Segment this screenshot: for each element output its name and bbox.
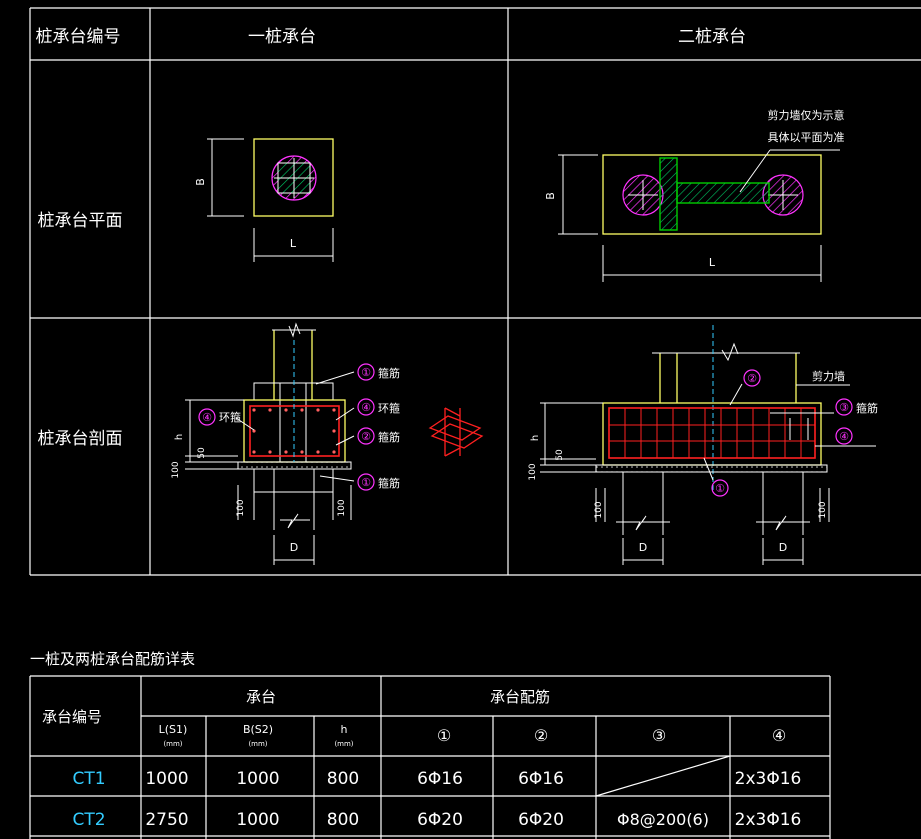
sec2-callout4: ④ xyxy=(839,430,849,443)
sec2-dim-h: h xyxy=(530,435,541,441)
sec1-dim-h: h xyxy=(174,434,185,440)
cell-r2: 6Φ20 xyxy=(518,810,564,830)
row-label-plan: 桩承台平面 xyxy=(38,211,123,231)
sec1-callout4-text: 环箍 xyxy=(378,401,400,415)
th-r4: ④ xyxy=(772,726,786,745)
th-r2: ② xyxy=(534,726,548,745)
th-l: L(S1) xyxy=(159,723,188,736)
th-cap: 承台 xyxy=(246,688,276,706)
cell-h: 800 xyxy=(327,810,359,830)
sec1-dim-100: 100 xyxy=(171,461,181,478)
sec2-dim-50: 50 xyxy=(555,449,565,461)
header-one-pile: 一桩承台 xyxy=(248,27,316,47)
sec1-callout1-bot-num: ① xyxy=(361,476,371,489)
sec1-callout1-bot-text: 箍筋 xyxy=(378,476,400,490)
sec2-dim-100-left: 100 xyxy=(594,501,604,518)
section-one-pile: h 50 100 100 100 D ① 箍筋 ④ 环箍 ② 箍筋 ① 箍筋 ④ xyxy=(171,322,400,565)
row-label-section: 桩承台剖面 xyxy=(38,429,123,449)
plan2-note-1: 剪力墙仅为示意 xyxy=(768,108,845,122)
cell-r4: 2x3Φ16 xyxy=(735,769,802,789)
sec2-wall-label: 剪力墙 xyxy=(812,369,845,383)
th-b-unit: (mm) xyxy=(248,740,267,748)
plan2-dim-b: B xyxy=(544,192,557,200)
cell-r1: 6Φ20 xyxy=(417,810,463,830)
cell-id: CT1 xyxy=(72,769,105,789)
hoop-3d-icon xyxy=(428,407,484,457)
sec1-callout1-top-num: ① xyxy=(361,366,371,379)
sec1-callout2-num: ② xyxy=(361,430,371,443)
table-grid xyxy=(29,675,831,839)
sec2-callout3-text: 箍筋 xyxy=(856,401,878,415)
th-r1: ① xyxy=(437,726,451,745)
sec2-dim-100: 100 xyxy=(528,463,538,480)
sec2-callout3-num: ③ xyxy=(839,401,849,414)
sec1-callout1-top-text: 箍筋 xyxy=(378,366,400,380)
table-caption: 一桩及两桩承台配筋详表 xyxy=(30,650,195,668)
th-rebar: 承台配筋 xyxy=(490,688,550,706)
th-id: 承台编号 xyxy=(42,708,102,726)
plan1-dim-b: B xyxy=(194,178,207,186)
cell-r3: Φ8@200(6) xyxy=(617,810,709,829)
plan-two-pile: 剪力墙仅为示意 具体以平面为准 B L xyxy=(544,108,845,282)
table-row: CT1 1000 1000 800 6Φ16 6Φ16 2x3Φ16 xyxy=(72,769,801,789)
sec1-dim-100-left: 100 xyxy=(236,499,246,516)
sec2-dim-d-right: D xyxy=(779,541,787,554)
cell-r1: 6Φ16 xyxy=(417,769,463,789)
th-h: h xyxy=(341,723,348,736)
th-r3: ③ xyxy=(652,726,666,745)
th-h-unit: (mm) xyxy=(334,740,353,748)
sec1-callout4-num: ④ xyxy=(361,401,371,414)
sec2-callout1: ① xyxy=(715,482,725,495)
plan2-dim-l: L xyxy=(709,256,716,269)
sec2-dim-d-left: D xyxy=(639,541,647,554)
cell-b: 1000 xyxy=(236,769,279,789)
section-two-pile: h 50 100 100 100 D D ② 剪力墙 ③ 箍筋 ④ xyxy=(528,325,878,565)
sec2-dim-100-right: 100 xyxy=(818,501,828,518)
plan-one-pile: B L xyxy=(194,138,334,262)
plan1-dim-l: L xyxy=(290,237,297,250)
sec1-callout4-left-text: 环箍 xyxy=(219,410,241,424)
cell-l: 1000 xyxy=(145,769,188,789)
sec1-callout4-left-num: ④ xyxy=(202,411,212,424)
header-two-pile: 二桩承台 xyxy=(678,27,746,47)
header-id: 桩承台编号 xyxy=(36,27,121,47)
sec1-dim-100-right: 100 xyxy=(337,499,347,516)
sec2-callout2: ② xyxy=(747,372,757,385)
th-b: B(S2) xyxy=(243,723,273,736)
sec1-callout2-text: 箍筋 xyxy=(378,430,400,444)
main-grid xyxy=(29,7,921,576)
cell-r2: 6Φ16 xyxy=(518,769,564,789)
cell-l: 2750 xyxy=(145,810,188,830)
th-l-unit: (mm) xyxy=(163,740,182,748)
sec1-dim-d: D xyxy=(290,541,298,554)
table-row: CT2 2750 1000 800 6Φ20 6Φ20 Φ8@200(6) 2x… xyxy=(72,810,801,830)
plan2-note-2: 具体以平面为准 xyxy=(768,130,845,144)
cell-h: 800 xyxy=(327,769,359,789)
cell-b: 1000 xyxy=(236,810,279,830)
cell-r4: 2x3Φ16 xyxy=(735,810,802,830)
sec1-dim-50: 50 xyxy=(197,447,207,459)
cell-id: CT2 xyxy=(72,810,105,830)
